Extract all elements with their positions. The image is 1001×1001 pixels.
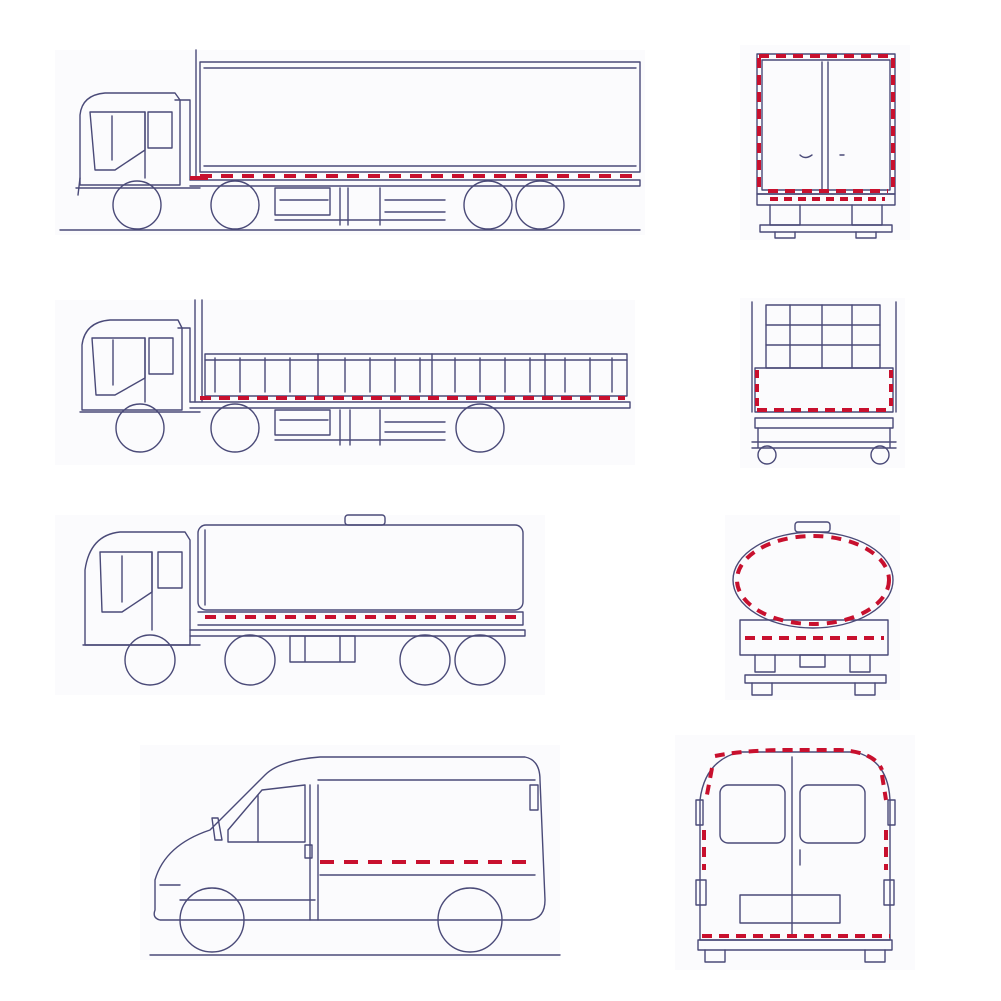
box-truck-wheel bbox=[210, 180, 260, 230]
flatbed-truck-stakes bbox=[214, 353, 613, 397]
tanker-truck-wheel bbox=[224, 634, 276, 686]
tanker-truck-tank bbox=[197, 524, 524, 611]
van-rear-tape-top bbox=[714, 748, 884, 771]
flatbed-truck-wheel bbox=[115, 403, 165, 453]
flatbed-truck-cab bbox=[81, 319, 183, 411]
tanker-rear-tank bbox=[732, 531, 894, 629]
box-truck-rear-view bbox=[756, 53, 896, 239]
box-truck-cab bbox=[79, 92, 181, 186]
van-rear-window-right bbox=[799, 784, 866, 844]
tanker-truck-wheel bbox=[454, 634, 506, 686]
panel-box-truck-side bbox=[55, 50, 645, 235]
flatbed-rear-tailgate bbox=[754, 367, 894, 413]
flatbed-rear-rack bbox=[765, 304, 881, 369]
box-truck-rear-doors bbox=[756, 53, 896, 195]
van-rear-window-left bbox=[719, 784, 786, 844]
van-rear-tape-right bbox=[880, 774, 888, 870]
van-side-view bbox=[149, 756, 561, 956]
tanker-truck-rear-view bbox=[732, 521, 894, 696]
van-body bbox=[153, 756, 546, 921]
tanker-truck-wheel bbox=[399, 634, 451, 686]
flatbed-truck-wheel bbox=[210, 403, 260, 453]
panel-van-side bbox=[140, 745, 560, 960]
box-truck-wheel bbox=[515, 180, 565, 230]
panel-van-rear bbox=[675, 735, 915, 970]
box-truck-side-view bbox=[59, 49, 641, 231]
tanker-truck-side-view bbox=[82, 514, 526, 686]
van-wheel bbox=[437, 887, 503, 953]
flatbed-truck-side-view bbox=[79, 299, 631, 453]
van-rear-tape-left bbox=[702, 767, 714, 870]
flatbed-truck-rear-view bbox=[751, 301, 897, 465]
panel-tanker-rear bbox=[725, 515, 900, 700]
van-mirror bbox=[211, 817, 223, 841]
tanker-truck-wheel bbox=[124, 634, 176, 686]
van-window-front bbox=[227, 784, 306, 843]
tanker-truck-cab bbox=[84, 531, 191, 646]
box-truck-wheel bbox=[463, 180, 513, 230]
flatbed-truck-wheel bbox=[455, 403, 505, 453]
box-truck-wheel bbox=[112, 180, 162, 230]
box-truck-container bbox=[199, 61, 641, 173]
tanker-rear-tape-ring bbox=[735, 534, 891, 626]
panel-tanker-side bbox=[55, 515, 545, 695]
tanker-truck-hatch bbox=[344, 514, 386, 526]
van-rear-body bbox=[699, 751, 891, 941]
van-rear-view bbox=[695, 751, 896, 963]
van-wheel bbox=[179, 887, 245, 953]
